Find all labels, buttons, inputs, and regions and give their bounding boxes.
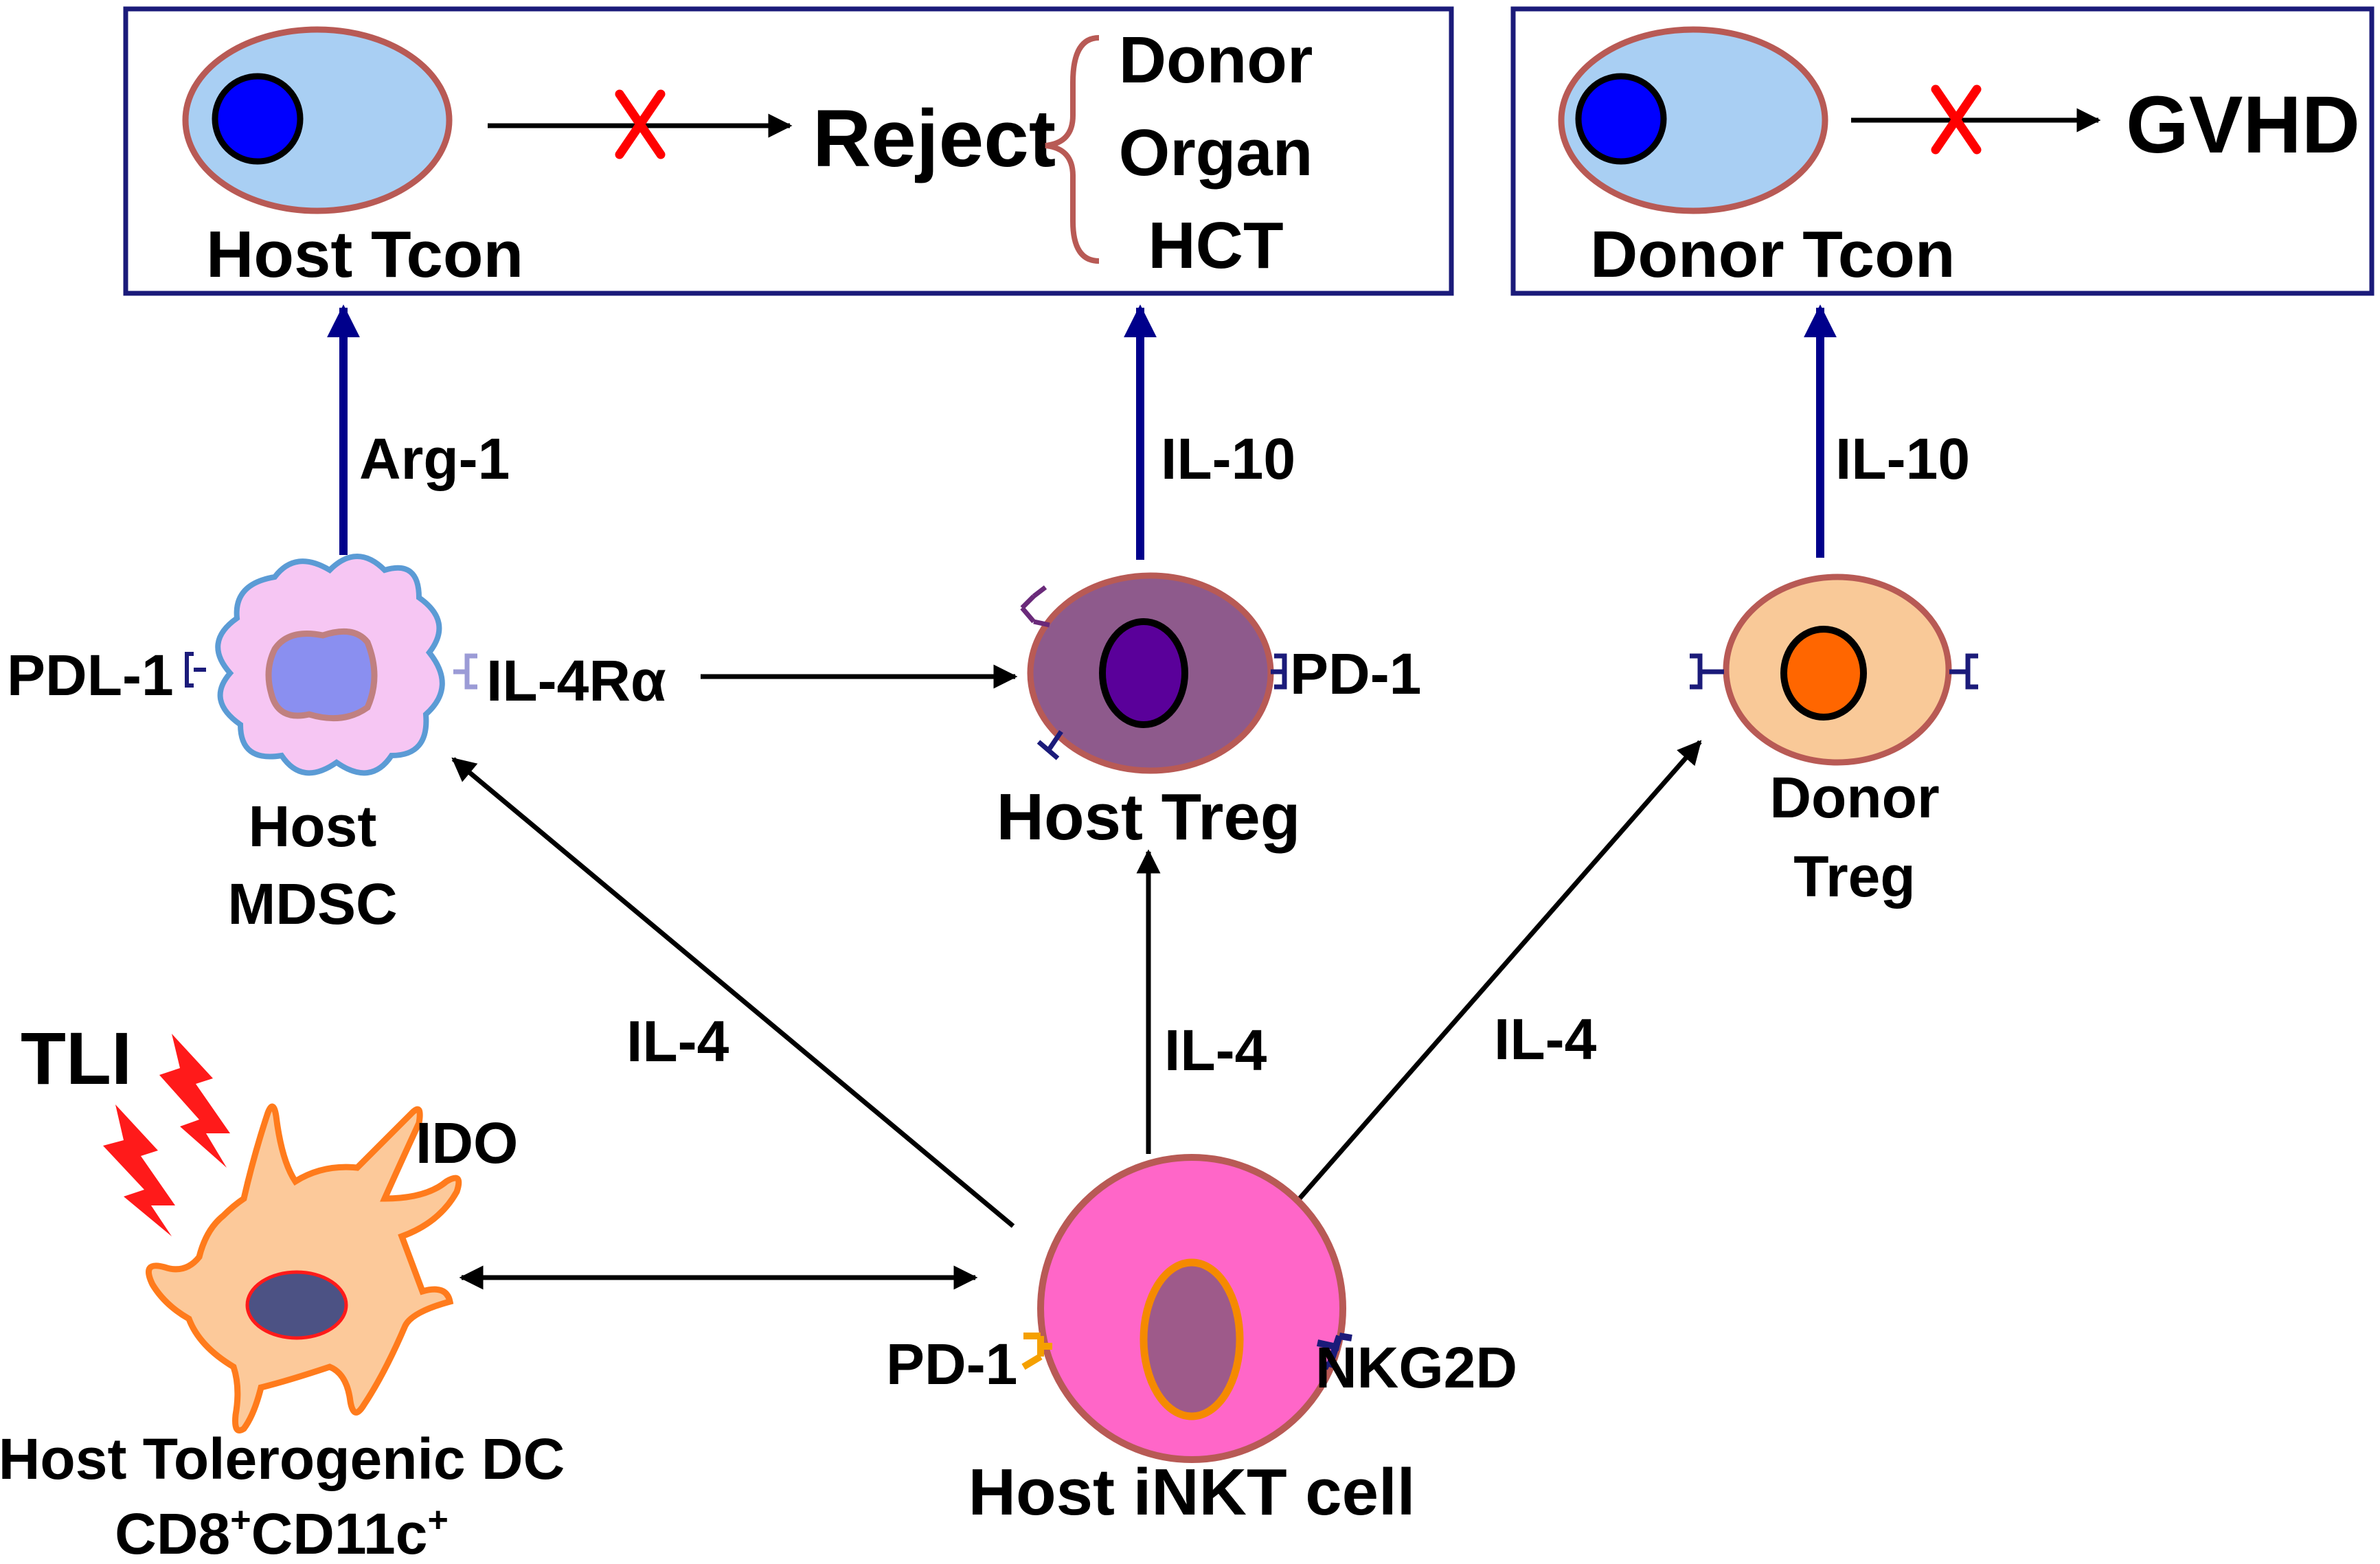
pdl1-receptor (185, 652, 206, 688)
il4ra-label: IL-4Rα (486, 648, 666, 713)
host-inkt-label: Host iNKT cell (968, 1455, 1416, 1529)
reject-label: Reject (813, 93, 1056, 184)
treg-receptor-top (1020, 585, 1050, 628)
il4-left-label: IL-4 (626, 1009, 729, 1074)
target-brace (1045, 35, 1100, 264)
donor-treg-receptor-left (1690, 653, 1724, 690)
treg-receptor-bottom (1036, 730, 1063, 760)
mdsc-label-line1: Host (249, 794, 377, 859)
donor-treg-receptor-right (1949, 653, 1978, 690)
donor-treg-cell (1723, 574, 1952, 766)
target-hct: HCT (1148, 209, 1283, 282)
pdl1-label: PDL-1 (7, 643, 174, 707)
il4-mid-label: IL-4 (1164, 1018, 1267, 1083)
mdsc-label-line2: MDSC (227, 872, 397, 936)
host-tolerogenic-dc-cell (146, 1103, 462, 1433)
donor-treg-label-line2: Treg (1793, 844, 1915, 909)
dc-label-line1: Host Tolerogenic DC (0, 1427, 565, 1491)
donor-treg-label-line1: Donor (1769, 765, 1939, 830)
host-treg-label: Host Treg (997, 780, 1301, 854)
il4-right-label: IL-4 (1494, 1007, 1597, 1072)
host-tcon-cell (182, 26, 453, 214)
host-mdsc-cell (215, 554, 445, 776)
inkt-to-donor-treg-arrow (1282, 740, 1702, 1218)
host-treg-cell (1027, 572, 1274, 774)
blocked-x-mark (615, 89, 666, 159)
pd1-inkt-receptor (1021, 1333, 1052, 1370)
il10-right-label: IL-10 (1835, 427, 1970, 491)
lightning-bolt-lower (103, 1104, 175, 1236)
nkg2d-receptor (1316, 1333, 1352, 1370)
donor-tcon-cell (1558, 26, 1828, 214)
blocked-x-mark-gvhd (1931, 84, 1982, 155)
pd1-inkt-label: PD-1 (886, 1332, 1017, 1396)
nkg2d-label: NKG2D (1315, 1335, 1517, 1400)
dc-label-line2: CD8+CD11c+ (115, 1500, 449, 1564)
left-outcome-box (123, 6, 1454, 296)
il4ra-receptor (453, 653, 477, 690)
tli-label: TLI (21, 1017, 132, 1100)
inkt-to-mdsc-arrow (451, 757, 1015, 1228)
pd1-treg-receptor (1271, 653, 1287, 690)
host-inkt-cell (1037, 1154, 1346, 1463)
target-organ: Organ (1119, 116, 1313, 190)
arg1-label: Arg-1 (359, 427, 510, 491)
gvhd-label: GVHD (2126, 80, 2360, 170)
host-tcon-label: Host Tcon (206, 218, 523, 291)
pd1-treg-label: PD-1 (1290, 642, 1421, 706)
donor-tcon-label: Donor Tcon (1590, 218, 1955, 291)
lightning-bolt-upper (159, 1034, 230, 1168)
ido-label: IDO (416, 1111, 518, 1175)
il10-left-label: IL-10 (1161, 427, 1295, 491)
target-donor: Donor (1119, 23, 1313, 97)
right-outcome-box (1510, 6, 2375, 296)
